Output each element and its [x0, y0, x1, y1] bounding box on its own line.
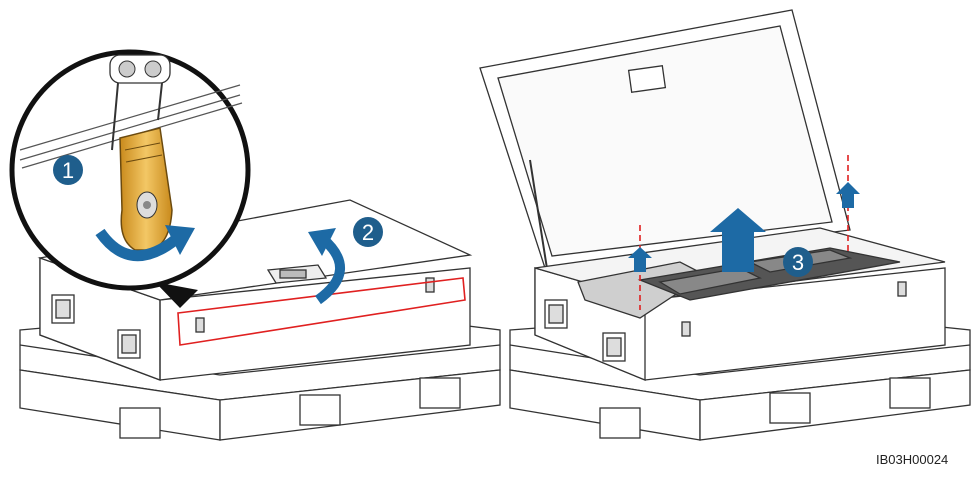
step-1-badge: 1 — [53, 155, 83, 185]
image-code: IB03H00024 — [876, 452, 948, 467]
latch-icon — [426, 278, 434, 292]
svg-text:1: 1 — [62, 158, 74, 183]
step-2-badge: 2 — [353, 217, 383, 247]
svg-text:2: 2 — [362, 220, 374, 245]
step-3-badge: 3 — [783, 247, 813, 277]
latch-magnifier — [12, 52, 248, 288]
latch-icon — [898, 282, 906, 296]
latch-icon — [682, 322, 690, 336]
svg-text:3: 3 — [792, 250, 804, 275]
latch-icon — [196, 318, 204, 332]
